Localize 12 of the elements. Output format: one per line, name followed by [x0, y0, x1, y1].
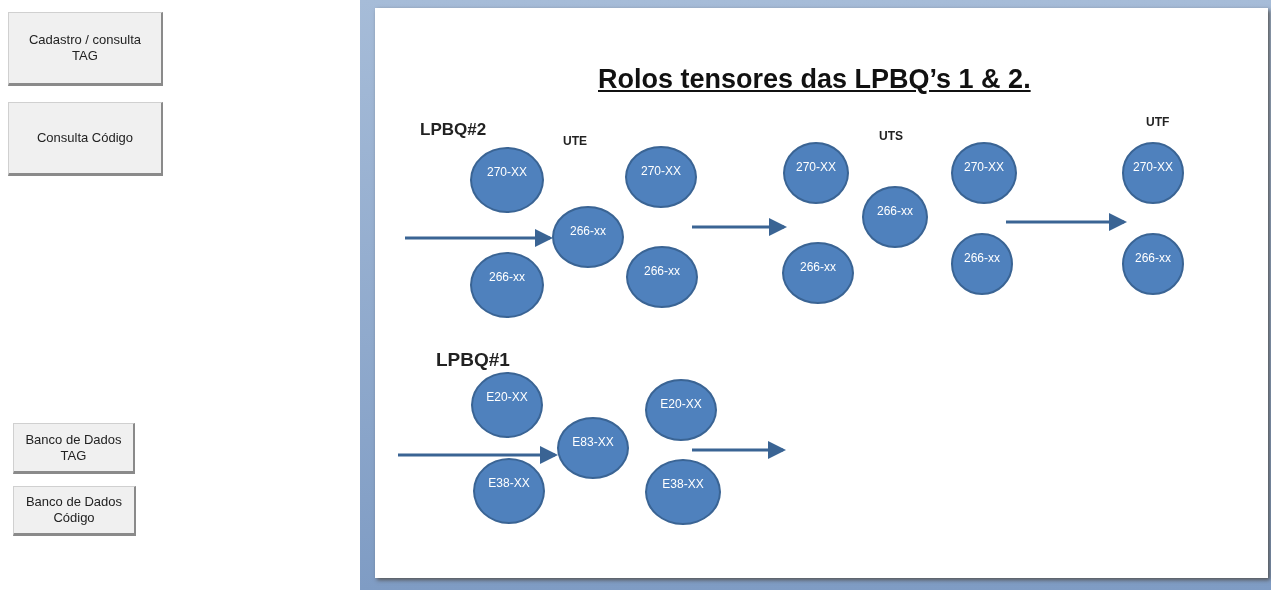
menu-button: Banco de Dados TAG — [13, 423, 135, 474]
line-label: LPBQ#1 — [436, 349, 510, 371]
arrow — [398, 446, 558, 464]
menu-button: Consulta Código — [8, 102, 163, 176]
arrow — [405, 229, 553, 247]
menu-button: Banco de Dados Código — [13, 486, 136, 536]
menu-button: Cadastro / consulta TAG — [8, 12, 163, 86]
section-label: UTE — [563, 134, 587, 148]
section-label: UTF — [1146, 115, 1170, 129]
section-label: UTS — [879, 129, 903, 143]
line-label: LPBQ#2 — [420, 120, 487, 140]
slide-title: Rolos tensores das LPBQ’s 1 & 2. — [598, 64, 1031, 95]
